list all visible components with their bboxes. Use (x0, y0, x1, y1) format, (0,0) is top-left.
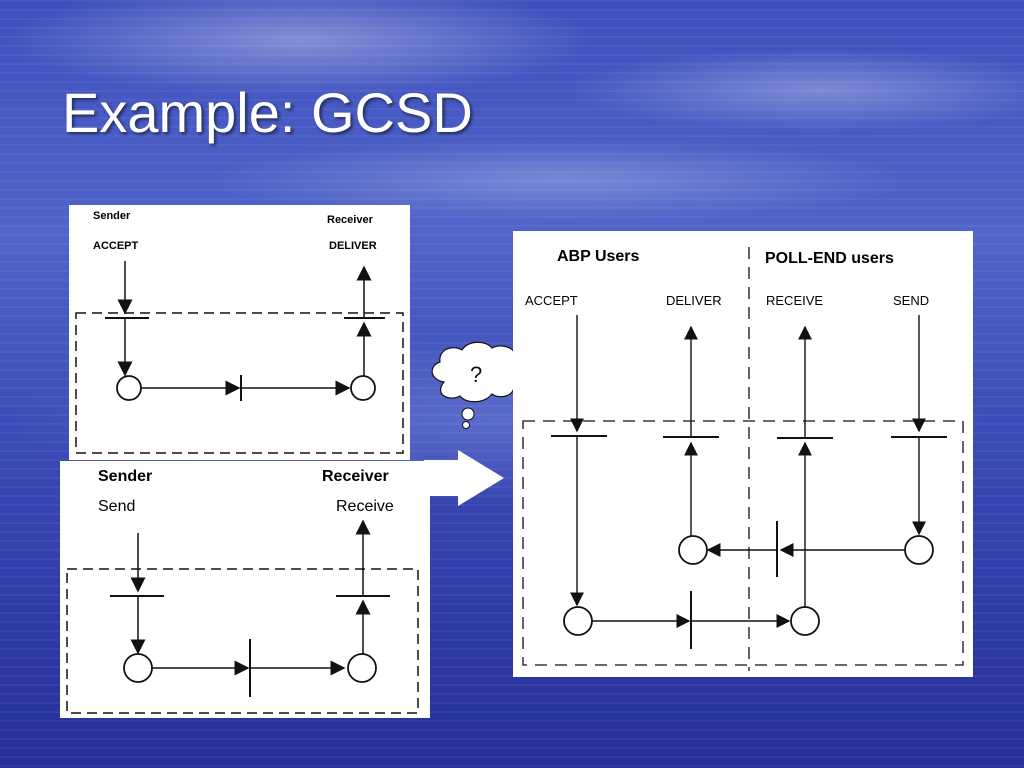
bl-receiver-action: Receive (336, 498, 394, 515)
r-deliver-node (678, 535, 708, 565)
bl-receiver-label: Receiver (322, 468, 389, 485)
r-col-send: SEND (893, 293, 929, 308)
r-boundary-box (522, 420, 964, 666)
slide-title: Example: GCSD (62, 81, 473, 144)
r-col-receive: RECEIVE (766, 293, 823, 308)
tl-sender-label: Sender (93, 210, 131, 222)
tl-receiver-action: DELIVER (329, 240, 377, 252)
diagram-right: ABP Users POLL-END users ACCEPT DELIVER … (513, 231, 973, 677)
diagram-bottom-left: Sender Send Receiver Receive (60, 461, 430, 718)
bl-boundary-box (66, 568, 419, 714)
r-col-accept: ACCEPT (525, 293, 578, 308)
thought-bubble-text: ? (470, 362, 483, 387)
bl-receiver-node (347, 653, 377, 683)
bl-sender-node (123, 653, 153, 683)
bl-sender-action: Send (98, 498, 135, 515)
r-group-left-label: ABP Users (557, 248, 640, 265)
r-accept-node (563, 606, 593, 636)
tl-boundary-box (75, 312, 404, 454)
diagram-bottom-left-svg: Sender Send Receiver Receive (66, 468, 419, 714)
bl-sender-label: Sender (98, 468, 152, 485)
diagram-top-left: Sender ACCEPT Receiver DELIVER (69, 205, 410, 460)
r-col-deliver: DELIVER (666, 293, 722, 308)
tl-receiver-label: Receiver (327, 214, 374, 226)
diagram-top-left-svg: Sender ACCEPT Receiver DELIVER (75, 210, 404, 454)
tl-receiver-node (350, 375, 376, 401)
r-send-node (904, 535, 934, 565)
tl-sender-action: ACCEPT (93, 240, 139, 252)
r-group-right-label: POLL-END users (765, 250, 894, 267)
transform-arrow-icon (424, 450, 504, 506)
diagram-right-svg: ABP Users POLL-END users ACCEPT DELIVER … (522, 247, 964, 671)
r-receive-node (790, 606, 820, 636)
tl-sender-node (116, 375, 142, 401)
